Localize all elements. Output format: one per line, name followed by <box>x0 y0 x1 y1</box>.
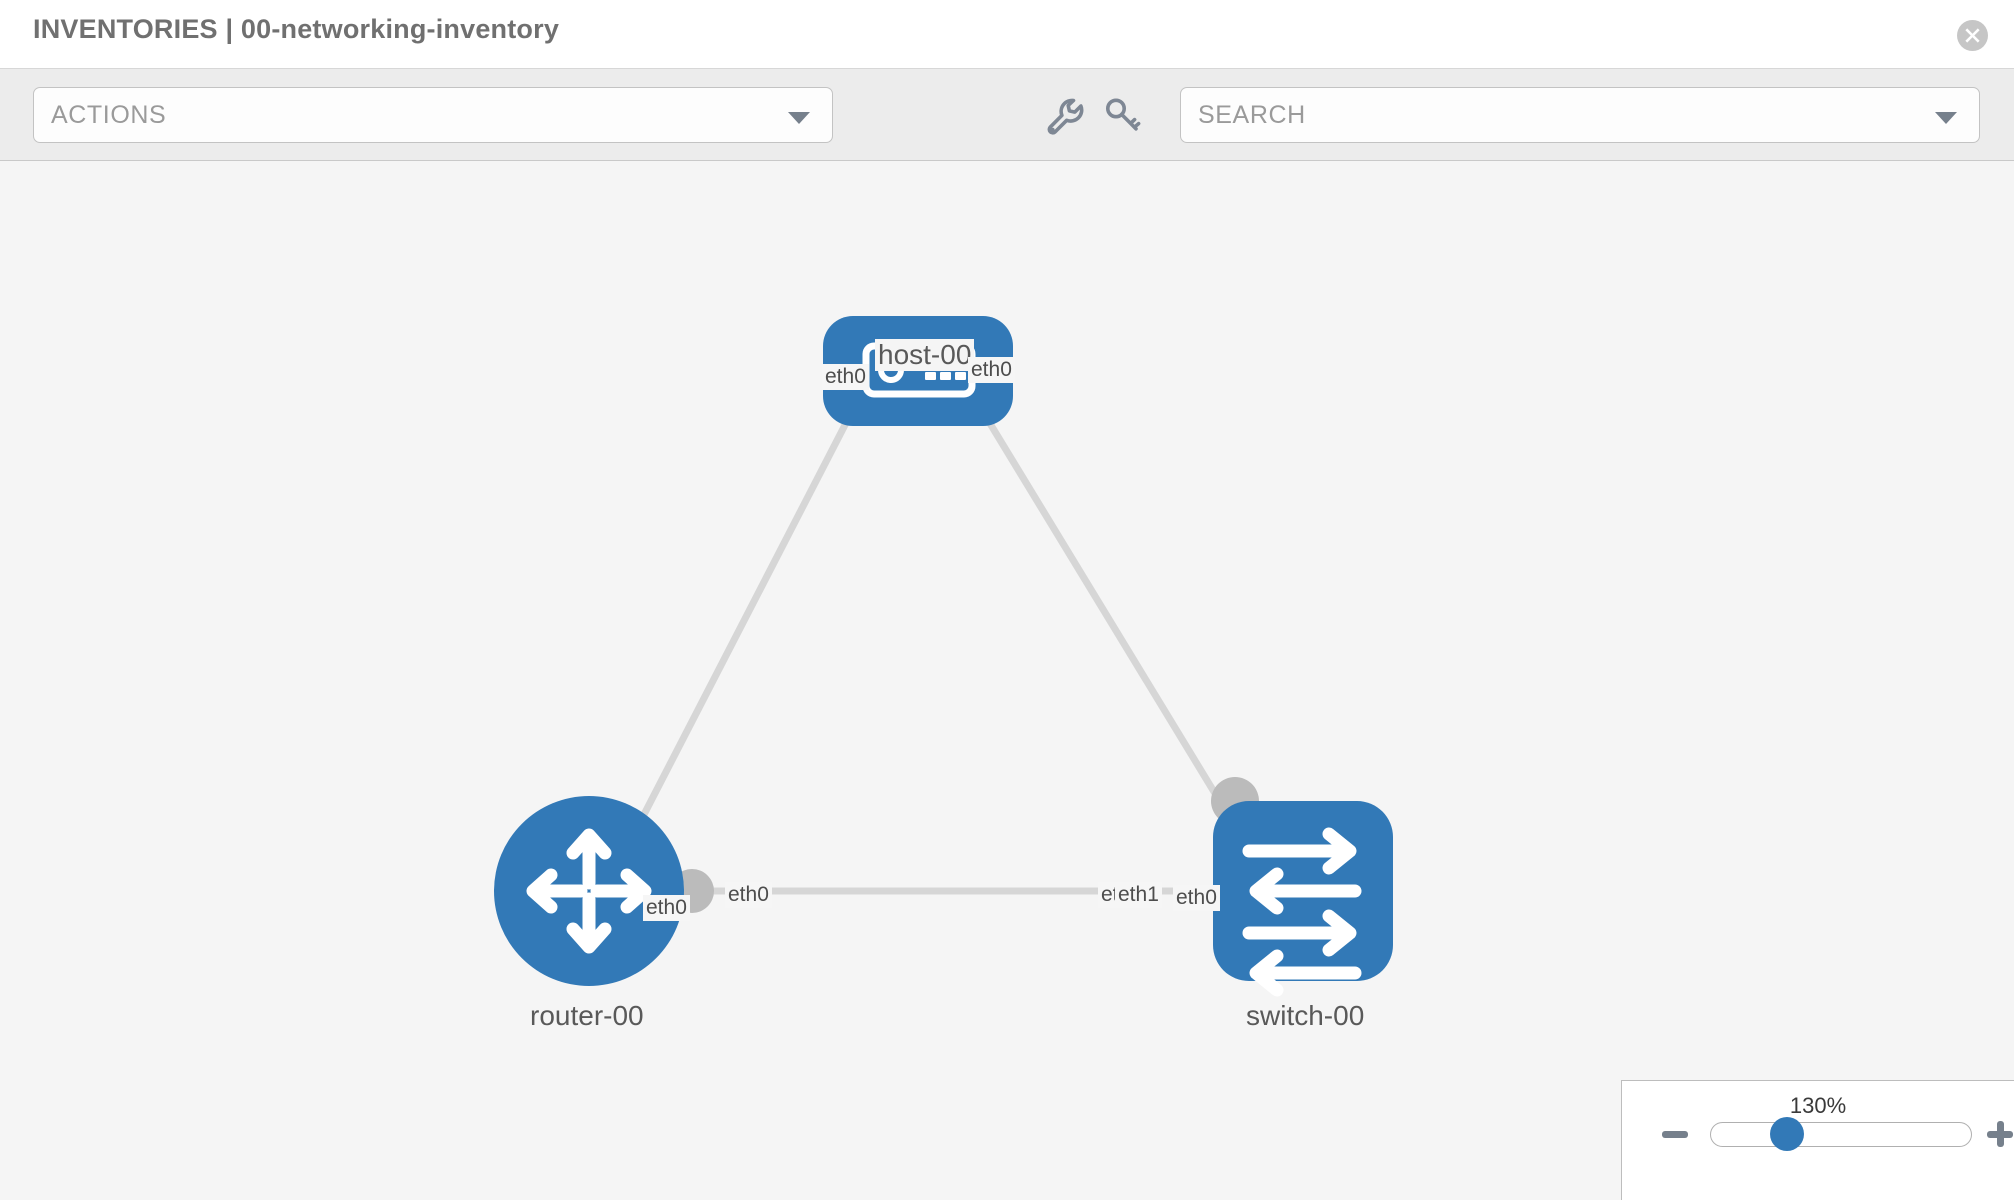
actions-dropdown[interactable]: ACTIONS <box>33 87 833 143</box>
zoom-out-button[interactable] <box>1662 1131 1688 1138</box>
topology-canvas[interactable]: host-00 router-00 switch-00 eth0 eth0 et… <box>0 161 2014 1200</box>
edge-label-router-switch-target: eth1 <box>1115 882 1162 908</box>
zoom-slider-track[interactable] <box>1710 1122 1972 1147</box>
edge-label-host-switch-target: eth0 <box>1173 885 1220 911</box>
node-switch-00 <box>1213 801 1393 997</box>
key-icon[interactable] <box>1100 93 1144 137</box>
node-label-switch: switch-00 <box>1243 1000 1368 1032</box>
edge-label-host-router-source: eth0 <box>822 364 869 390</box>
zoom-in-button-vertical[interactable] <box>1997 1121 2004 1147</box>
zoom-level-value: 130% <box>1789 1093 1847 1118</box>
toolbar: ACTIONS SEARCH <box>0 69 2014 161</box>
topology-connectors <box>670 342 1259 913</box>
search-input[interactable]: SEARCH <box>1180 87 1980 143</box>
node-label-host: host-00 <box>875 339 975 371</box>
chevron-down-icon <box>1935 112 1957 124</box>
search-placeholder: SEARCH <box>1198 101 1306 129</box>
chevron-down-icon <box>788 112 810 124</box>
edge-label-host-router-target: eth0 <box>643 895 690 921</box>
close-icon[interactable] <box>1957 20 1988 51</box>
wrench-icon[interactable] <box>1042 93 1086 137</box>
edge-label-router-switch-source: eth0 <box>725 882 772 908</box>
topology-edges <box>616 359 1253 895</box>
node-label-router: router-00 <box>527 1000 647 1032</box>
node-router-00 <box>494 796 684 986</box>
page-header: INVENTORIES | 00-networking-inventory <box>0 0 2014 69</box>
zoom-control-panel: 130% <box>1621 1080 2014 1200</box>
zoom-slider-handle[interactable] <box>1770 1117 1804 1151</box>
page-title: INVENTORIES | 00-networking-inventory <box>33 14 560 44</box>
edge-label-host-switch-source: eth0 <box>968 357 1015 383</box>
actions-dropdown-label: ACTIONS <box>51 101 167 129</box>
